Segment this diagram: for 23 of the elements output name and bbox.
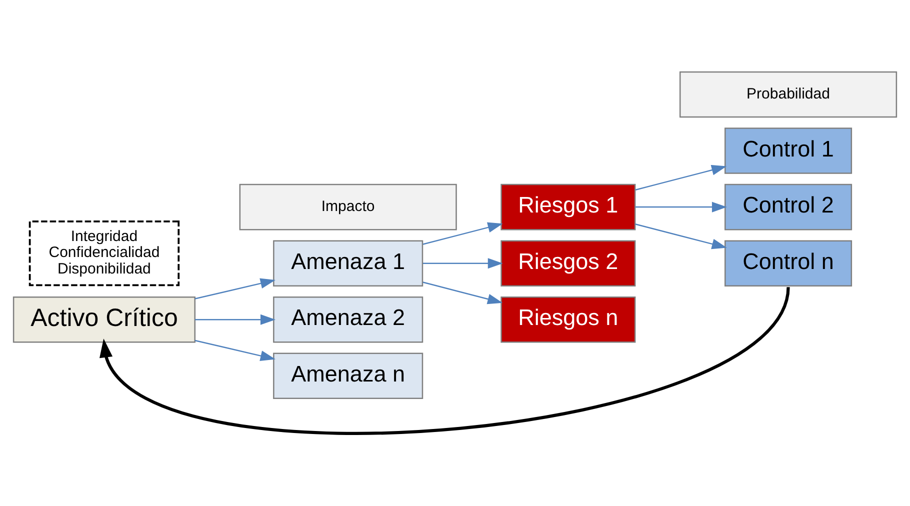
node-box: Control n — [724, 240, 852, 286]
node-box: Control 1 — [724, 128, 852, 174]
node-box: Riesgos n — [500, 296, 636, 343]
node-box: Probabilidad — [679, 71, 898, 118]
arrow — [422, 282, 503, 304]
arrow — [635, 202, 727, 212]
node-box: Amenaza 1 — [273, 240, 424, 286]
node-box: Activo Crítico — [12, 296, 196, 343]
arrow — [195, 314, 276, 325]
arrow — [100, 286, 790, 435]
node-box: Amenaza 2 — [273, 296, 424, 343]
arrow — [635, 164, 727, 190]
arrow — [635, 224, 727, 250]
arrow — [422, 222, 503, 245]
arrow — [194, 278, 276, 300]
node-box: Riesgos 2 — [500, 240, 636, 286]
node-box: Riesgos 1 — [500, 184, 636, 230]
arrow — [423, 258, 503, 269]
node-box: Integridad Confidencialidad Disponibilidad — [28, 220, 180, 286]
node-box: Control 2 — [724, 184, 852, 230]
arrow — [194, 340, 276, 361]
node-box: Amenaza n — [273, 352, 424, 400]
node-box: Impacto — [239, 184, 457, 230]
